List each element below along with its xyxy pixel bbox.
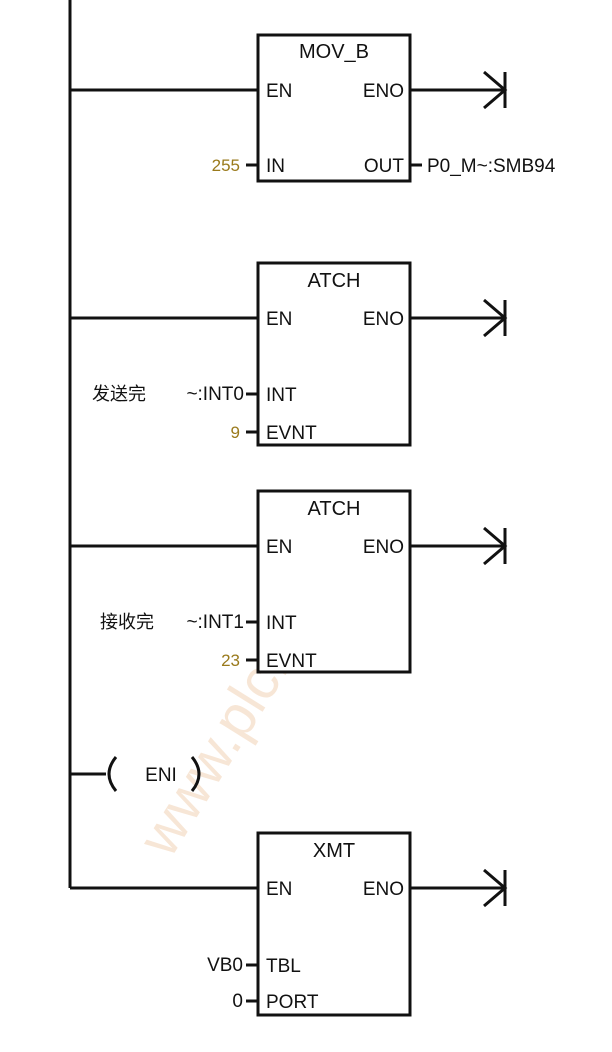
atch-1-block[interactable] (256, 261, 412, 447)
eno-pin: ENO (363, 879, 404, 900)
output-arrow-icon (483, 298, 508, 338)
mov-b-block[interactable] (256, 33, 412, 183)
block-title: MOV_B (299, 41, 369, 63)
evnt-pin: EVNT (266, 651, 317, 672)
en-pin: EN (266, 81, 292, 102)
in-pin: IN (266, 156, 285, 177)
port-operand: 0 (232, 991, 243, 1012)
int-pin: INT (266, 613, 297, 634)
int-label: 发送完 (92, 384, 146, 405)
en-pin: EN (266, 537, 292, 558)
xmt-rung: XMT EN ENO TBL VB0 PORT 0 (70, 831, 508, 1017)
out-operand: P0_M~:SMB94 (427, 156, 556, 177)
output-arrow-icon (483, 70, 508, 110)
tbl-pin: TBL (266, 956, 301, 977)
out-pin: OUT (364, 156, 405, 177)
mov-b-rung: MOV_B EN ENO IN 255 OUT P0_M~:SMB94 (70, 33, 556, 183)
atch-2-rung: ATCH EN ENO INT 接收完 ~:INT1 EVNT 23 (70, 489, 508, 674)
tbl-operand: VB0 (207, 955, 243, 976)
block-title: ATCH (308, 498, 361, 520)
coil-left-paren-icon (107, 756, 118, 792)
block-title: XMT (313, 840, 355, 862)
xmt-block[interactable] (256, 831, 412, 1017)
int-operand: ~:INT0 (186, 384, 244, 405)
eno-pin: ENO (363, 537, 404, 558)
eni-coil-label: ENI (145, 765, 177, 786)
evnt-operand: 23 (221, 651, 240, 670)
eno-pin: ENO (363, 81, 404, 102)
int-label: 接收完 (100, 612, 154, 633)
output-arrow-icon (483, 526, 508, 566)
output-arrow-icon (483, 868, 508, 908)
block-title: ATCH (308, 270, 361, 292)
in-operand: 255 (212, 156, 240, 175)
eno-pin: ENO (363, 309, 404, 330)
atch-1-rung: ATCH EN ENO INT 发送完 ~:INT0 EVNT 9 (70, 261, 508, 447)
en-pin: EN (266, 879, 292, 900)
en-pin: EN (266, 309, 292, 330)
evnt-operand: 9 (231, 423, 240, 442)
atch-2-block[interactable] (256, 489, 412, 674)
eni-rung: ENI (70, 756, 201, 792)
port-pin: PORT (266, 992, 319, 1013)
int-pin: INT (266, 385, 297, 406)
coil-right-paren-icon (190, 756, 201, 792)
evnt-pin: EVNT (266, 423, 317, 444)
int-operand: ~:INT1 (186, 612, 244, 633)
